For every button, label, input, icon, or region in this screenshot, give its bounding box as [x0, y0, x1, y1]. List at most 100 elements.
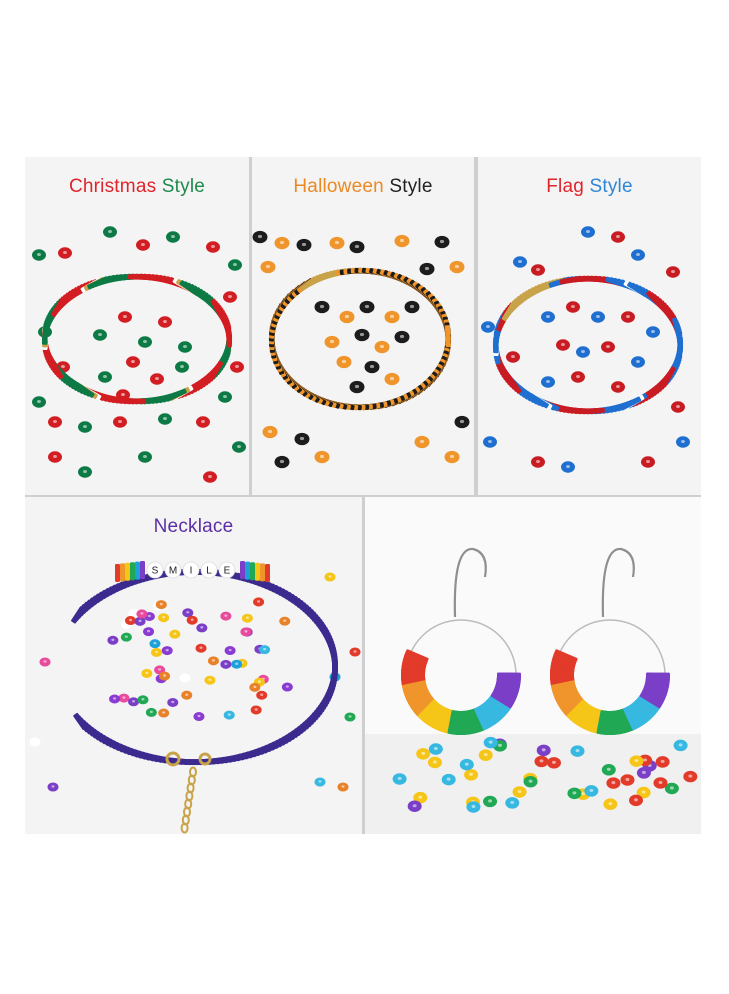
bead-hole — [651, 329, 655, 334]
title-part: i — [100, 176, 105, 197]
bead-hole — [419, 439, 425, 444]
strung-bead — [645, 672, 671, 678]
bead-hole — [389, 376, 395, 381]
bead-hole — [186, 611, 190, 614]
bead-hole — [155, 376, 159, 381]
bead-hole — [123, 314, 127, 319]
clasp — [198, 752, 212, 766]
bead-hole — [660, 759, 665, 763]
bead-hole — [113, 697, 117, 700]
bead-hole — [279, 459, 285, 464]
letter-bead — [146, 561, 164, 579]
bead-hole — [83, 424, 87, 429]
bead-hole — [121, 392, 125, 397]
bead-hole — [159, 602, 163, 606]
bead-hole — [260, 693, 264, 696]
bead-hole — [171, 234, 175, 239]
bead-hole — [581, 349, 585, 354]
divider — [474, 157, 478, 495]
bead-hole — [571, 304, 575, 309]
bead-hole — [546, 314, 550, 319]
title-part: h — [82, 176, 94, 197]
title-part: Style — [589, 176, 633, 197]
bead-hole — [149, 710, 153, 714]
bead-hole — [488, 799, 492, 803]
bead-hole — [634, 759, 639, 763]
bead-hole — [118, 419, 122, 424]
strung-bead — [73, 712, 88, 730]
bead-hole — [488, 740, 493, 744]
bead-hole — [608, 802, 613, 806]
bead-hole — [254, 708, 258, 711]
bead-hole — [141, 698, 145, 701]
bead-hole — [279, 240, 285, 245]
bead-hole — [539, 759, 544, 763]
bead-hole — [199, 646, 203, 649]
rainbow-bead — [125, 562, 130, 581]
bead-hole — [163, 674, 167, 677]
bead-hole — [464, 762, 469, 766]
bead-hole — [646, 459, 650, 464]
christmas-style-panel: Christmas Style — [25, 157, 249, 495]
bead-hole — [165, 648, 169, 652]
letter-bead — [164, 561, 182, 579]
letter-bead-text: M — [169, 566, 177, 577]
bead-hole — [318, 780, 322, 783]
bead-hole — [369, 364, 375, 369]
bead-hole — [517, 789, 522, 794]
bead-hole — [658, 780, 663, 784]
bead-hole — [536, 267, 540, 272]
title-part: l — [189, 176, 195, 197]
bead-hole — [606, 767, 611, 771]
bead-hole — [197, 714, 201, 718]
bead-hole — [128, 618, 133, 622]
title-part: Flag — [546, 176, 590, 197]
bead-hole — [552, 760, 556, 764]
bead-hole — [328, 575, 332, 578]
halloween-style-panel: Halloween Style — [252, 157, 474, 495]
bead-hole — [399, 334, 405, 339]
bead-hole — [418, 795, 423, 799]
bead-hole — [511, 354, 515, 359]
bead-hole — [37, 399, 41, 404]
bead-hole — [235, 364, 239, 369]
bead-hole — [98, 332, 102, 337]
bead-hole — [233, 262, 237, 267]
bead-hole — [185, 693, 189, 696]
title-part: y — [180, 176, 190, 197]
bead-hole — [566, 464, 570, 469]
letter-bead-text: I — [190, 566, 193, 577]
bead-hole — [132, 611, 136, 615]
divider — [362, 497, 365, 834]
bead-hole — [257, 680, 261, 683]
letter-bead-text: L — [206, 566, 212, 577]
bead-hole — [354, 244, 360, 249]
title-part: t — [114, 176, 120, 197]
bead-hole — [301, 242, 307, 247]
bead-hole — [424, 266, 430, 271]
bead-hole — [319, 454, 325, 459]
bead-hole — [589, 788, 594, 792]
bead-hole — [183, 344, 187, 349]
bead-hole — [433, 746, 438, 751]
bead-hole — [688, 774, 693, 778]
bead-hole — [224, 614, 228, 617]
bead-hole — [636, 359, 640, 364]
bead-hole — [131, 359, 135, 364]
bead-hole — [257, 234, 263, 239]
bead-hole — [616, 384, 620, 389]
bead-hole — [449, 454, 455, 459]
bead-hole — [486, 324, 490, 329]
bead-hole — [201, 419, 205, 424]
bead-hole — [421, 751, 426, 755]
rainbow-bead — [115, 564, 120, 582]
bead-hole — [283, 619, 287, 622]
bead-hole — [625, 777, 630, 781]
bead-hole — [285, 685, 289, 688]
bead-hole — [616, 234, 620, 239]
bead-hole — [510, 800, 515, 804]
bead-hole — [211, 659, 215, 662]
rainbow-bead — [120, 563, 125, 582]
christmas-style-title: Christmas Style — [25, 176, 249, 198]
title-part: C — [68, 176, 83, 197]
